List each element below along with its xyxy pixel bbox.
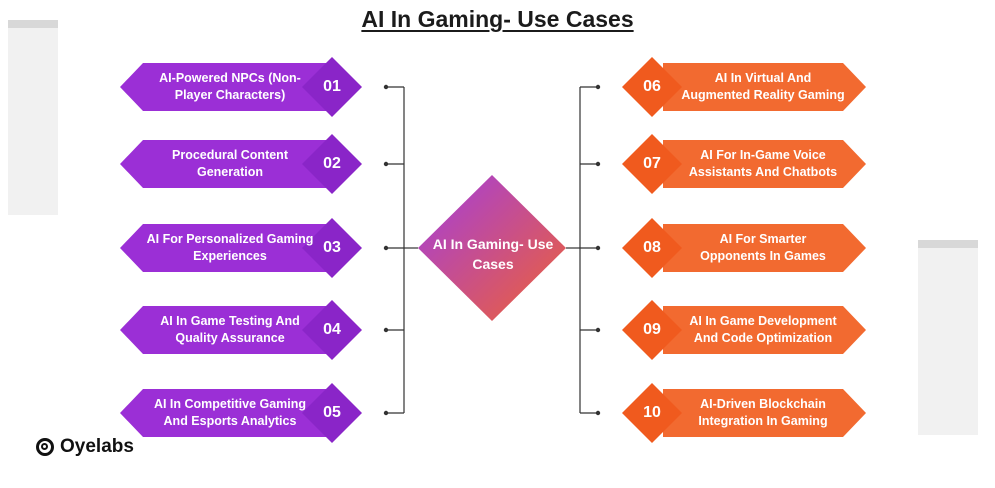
use-case-number: 10 (643, 404, 661, 421)
use-case-label-line1: AI For Personalized Gaming (146, 232, 314, 247)
right-branch-dot (595, 84, 601, 90)
right-branch-dot (595, 327, 601, 333)
left-branch-dot (383, 410, 389, 416)
left-number-diamond (302, 383, 362, 443)
right-branch-dot (595, 161, 601, 167)
use-case-number: 06 (643, 78, 661, 95)
use-case-label-line1: AI In Game Testing And (160, 314, 300, 329)
use-case-label-line1: AI In Game Development (689, 314, 837, 329)
decorative-panel-left-bar (8, 20, 58, 28)
right-number-diamond (622, 57, 682, 117)
right-number-diamond (622, 383, 682, 443)
use-case-label-line1: AI In Competitive Gaming (153, 397, 307, 412)
use-case-number: 09 (643, 321, 661, 338)
left-card-shape (120, 306, 326, 354)
use-case-label-line2: Opponents In Games (700, 249, 826, 263)
right-branch-dot (595, 410, 601, 416)
use-case-number: 02 (323, 155, 341, 172)
center-label-line1: AI In Gaming- Use (432, 236, 554, 252)
right-number-diamond (622, 134, 682, 194)
left-number-diamond (302, 300, 362, 360)
use-case-label-line2: Assistants And Chatbots (688, 165, 838, 179)
right-number-diamond (622, 218, 682, 278)
use-case-label-stack: AI-Powered NPCs (Non- Player Characters) (159, 70, 301, 104)
left-number-diamond (302, 218, 362, 278)
left-branch-dot (383, 84, 389, 90)
use-case-number: 01 (323, 78, 341, 95)
use-case-label-line1: AI In Virtual And (714, 71, 812, 86)
connector-lines (383, 84, 601, 416)
right-card-shape (663, 224, 866, 272)
card-shapes (120, 57, 866, 443)
use-case-label-line2: Player Characters) (174, 88, 286, 102)
use-case-label-line1: AI-Powered NPCs (Non- (159, 71, 301, 86)
decorative-panel-right (918, 240, 978, 435)
use-case-label: AI-Powered NPCs (Non- Player Characters) (135, 64, 325, 110)
use-case-label-line2: Quality Assurance (175, 331, 285, 345)
center-label: AI In Gaming- Use Cases (418, 234, 568, 275)
left-card-shape (120, 140, 326, 188)
oyelabs-logo: Oyelabs (36, 436, 134, 458)
use-case-label-line2: Augmented Reality Gaming (681, 88, 845, 102)
left-card-shape (120, 224, 326, 272)
page-title: AI In Gaming- Use Cases (361, 6, 634, 32)
use-case-label-line2: And Code Optimization (693, 331, 833, 345)
use-case-number: 08 (643, 239, 661, 256)
use-case-number: 07 (643, 155, 661, 172)
use-case-label-line1: AI For Smarter (719, 232, 807, 247)
decorative-panel-left (8, 20, 58, 215)
use-case-label-line1: Procedural Content (172, 148, 288, 163)
center-diamond (418, 175, 566, 321)
use-case-label-line2: Integration In Gaming (698, 414, 828, 428)
right-branch-dot (595, 245, 601, 251)
left-number-diamond (302, 57, 362, 117)
left-card-shape (120, 63, 326, 111)
left-card-shape (120, 389, 326, 437)
use-case-label-line2: Generation (197, 165, 263, 179)
right-number-diamond (622, 300, 682, 360)
use-case-number: 03 (323, 239, 341, 256)
decorative-panel-right-bar (918, 240, 978, 248)
left-number-diamond (302, 134, 362, 194)
use-case-label-line1: AI-Driven Blockchain (700, 397, 826, 412)
use-case-label-line2: And Esports Analytics (163, 414, 297, 428)
left-branch-dot (383, 327, 389, 333)
left-branch-dot (383, 161, 389, 167)
use-case-label-line2: Experiences (193, 249, 267, 263)
left-branch-dot (383, 245, 389, 251)
logo-text: Oyelabs (60, 436, 134, 457)
right-card-shape (663, 140, 866, 188)
right-card-shape (663, 306, 866, 354)
center-label-line2: Cases (472, 256, 514, 273)
right-card-shape (663, 389, 866, 437)
use-case-number: 05 (323, 404, 341, 421)
use-case-label-line1: AI For In-Game Voice (700, 148, 826, 163)
right-card-shape (663, 63, 866, 111)
use-case-number: 04 (323, 321, 341, 338)
oyelabs-logo-icon (36, 438, 54, 456)
